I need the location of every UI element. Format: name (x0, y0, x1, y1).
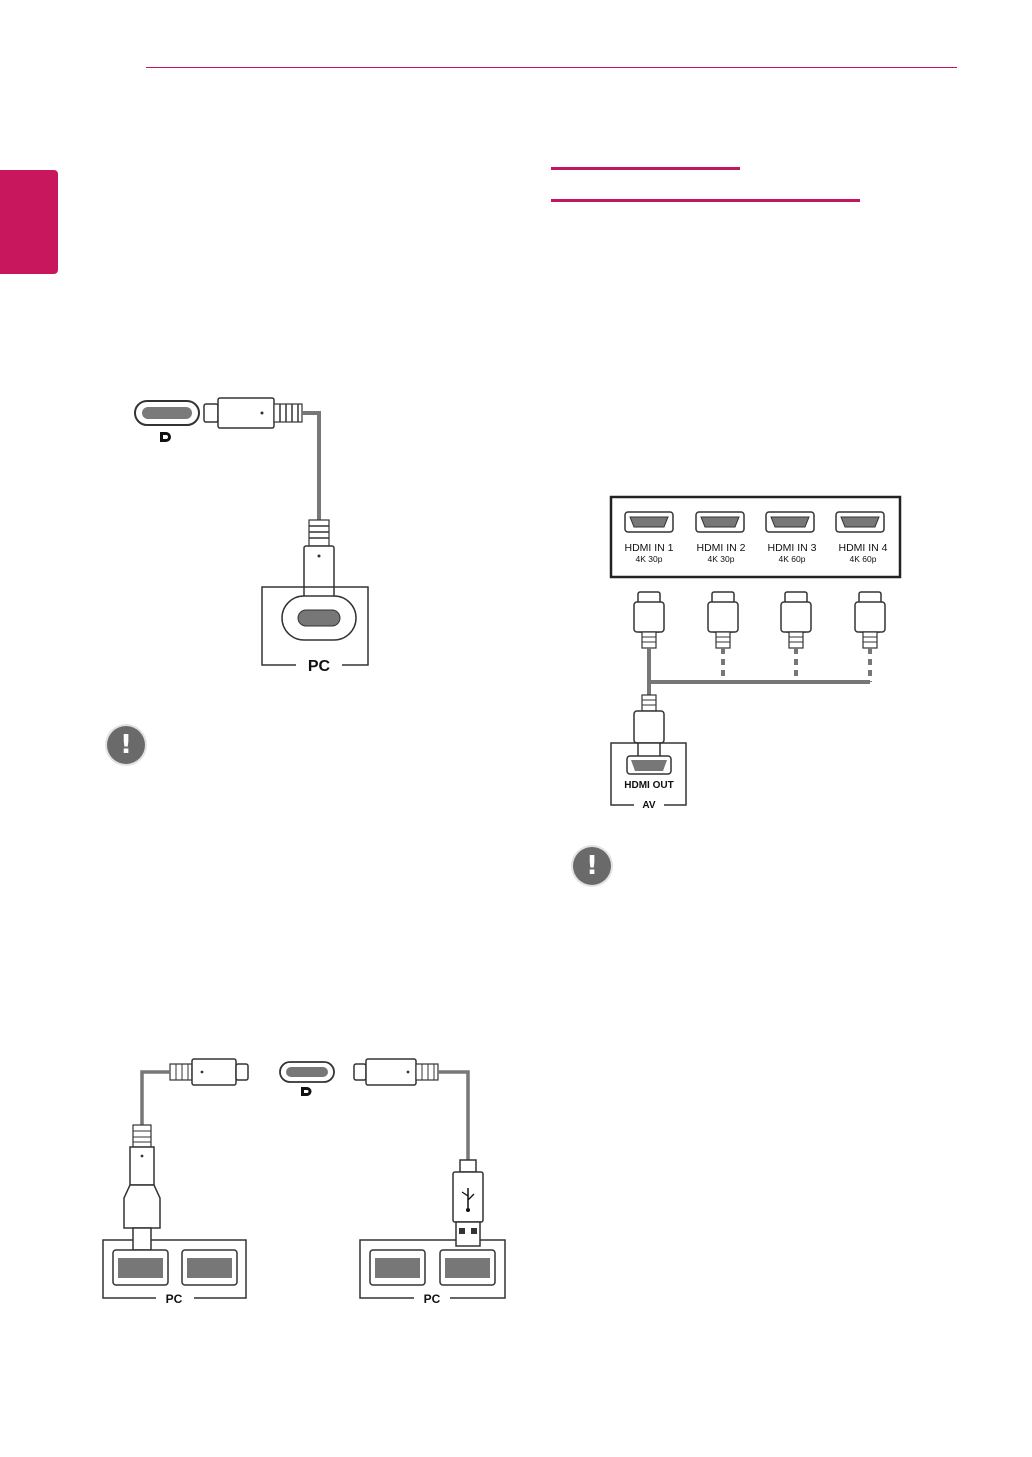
hdmi-plug-1 (633, 591, 665, 649)
usb-c-pc-connection-diagram: PC (134, 397, 369, 675)
port-label-2: HDMI IN 2 (696, 542, 745, 554)
displayport-logo-icon (301, 1087, 312, 1096)
pc-right-label: PC (424, 1292, 441, 1306)
hdmi-plug-source (633, 694, 665, 760)
cable-right (438, 1070, 470, 1160)
monitor-hdmi-panel (609, 495, 902, 579)
header-rule (146, 67, 957, 68)
port-spec-4: 4K 60p (850, 554, 877, 564)
port-label-4: HDMI IN 4 (838, 542, 887, 554)
usb-c-to-pc-usb-diagram: PC PC (102, 1058, 506, 1306)
usb-symbol-icon (461, 1188, 475, 1212)
hdmi-port-2 (695, 511, 745, 533)
port-label-3: HDMI IN 3 (767, 542, 816, 554)
av-source-box (610, 742, 687, 806)
hdmi-plug-2 (707, 591, 739, 649)
usb-c-plug-horizontal (203, 397, 303, 429)
pc-box (261, 586, 369, 666)
section-heading-rule (551, 167, 740, 170)
hdmi-port-4 (835, 511, 885, 533)
monitor-usb-c-port-center (279, 1061, 335, 1083)
displayport-logo-icon (160, 432, 171, 442)
hdmi-plug-4 (854, 591, 886, 649)
hdmi-plug-3 (780, 591, 812, 649)
av-label: AV (642, 800, 655, 810)
exclamation-note-icon: ! (573, 847, 611, 885)
hdmi-port-3 (765, 511, 815, 533)
cable (302, 411, 321, 520)
chapter-side-tab (0, 170, 58, 274)
hdmi-connection-diagram: HDMI IN 1 4K 30p HDMI IN 2 4K 30p HDMI I… (609, 495, 902, 810)
usb-c-plug-left (169, 1058, 249, 1086)
hdmi-out-label: HDMI OUT (624, 780, 673, 791)
port-spec-2: 4K 30p (708, 554, 735, 564)
cable-left (140, 1070, 170, 1125)
usb-c-plug-left-vertical (123, 1124, 161, 1251)
pc-left-label: PC (166, 1292, 183, 1306)
hdmi-port-1 (624, 511, 674, 533)
usb-c-plug-right (353, 1058, 439, 1086)
subsection-heading-rule (551, 199, 860, 202)
port-spec-1: 4K 30p (636, 554, 663, 564)
port-label-1: HDMI IN 1 (624, 542, 673, 554)
pc-box-left (102, 1239, 247, 1299)
pc-box-right (359, 1239, 506, 1299)
pc-label: PC (308, 658, 331, 675)
monitor-usb-c-port (134, 400, 200, 426)
port-spec-3: 4K 60p (779, 554, 806, 564)
exclamation-note-icon: ! (107, 726, 145, 764)
